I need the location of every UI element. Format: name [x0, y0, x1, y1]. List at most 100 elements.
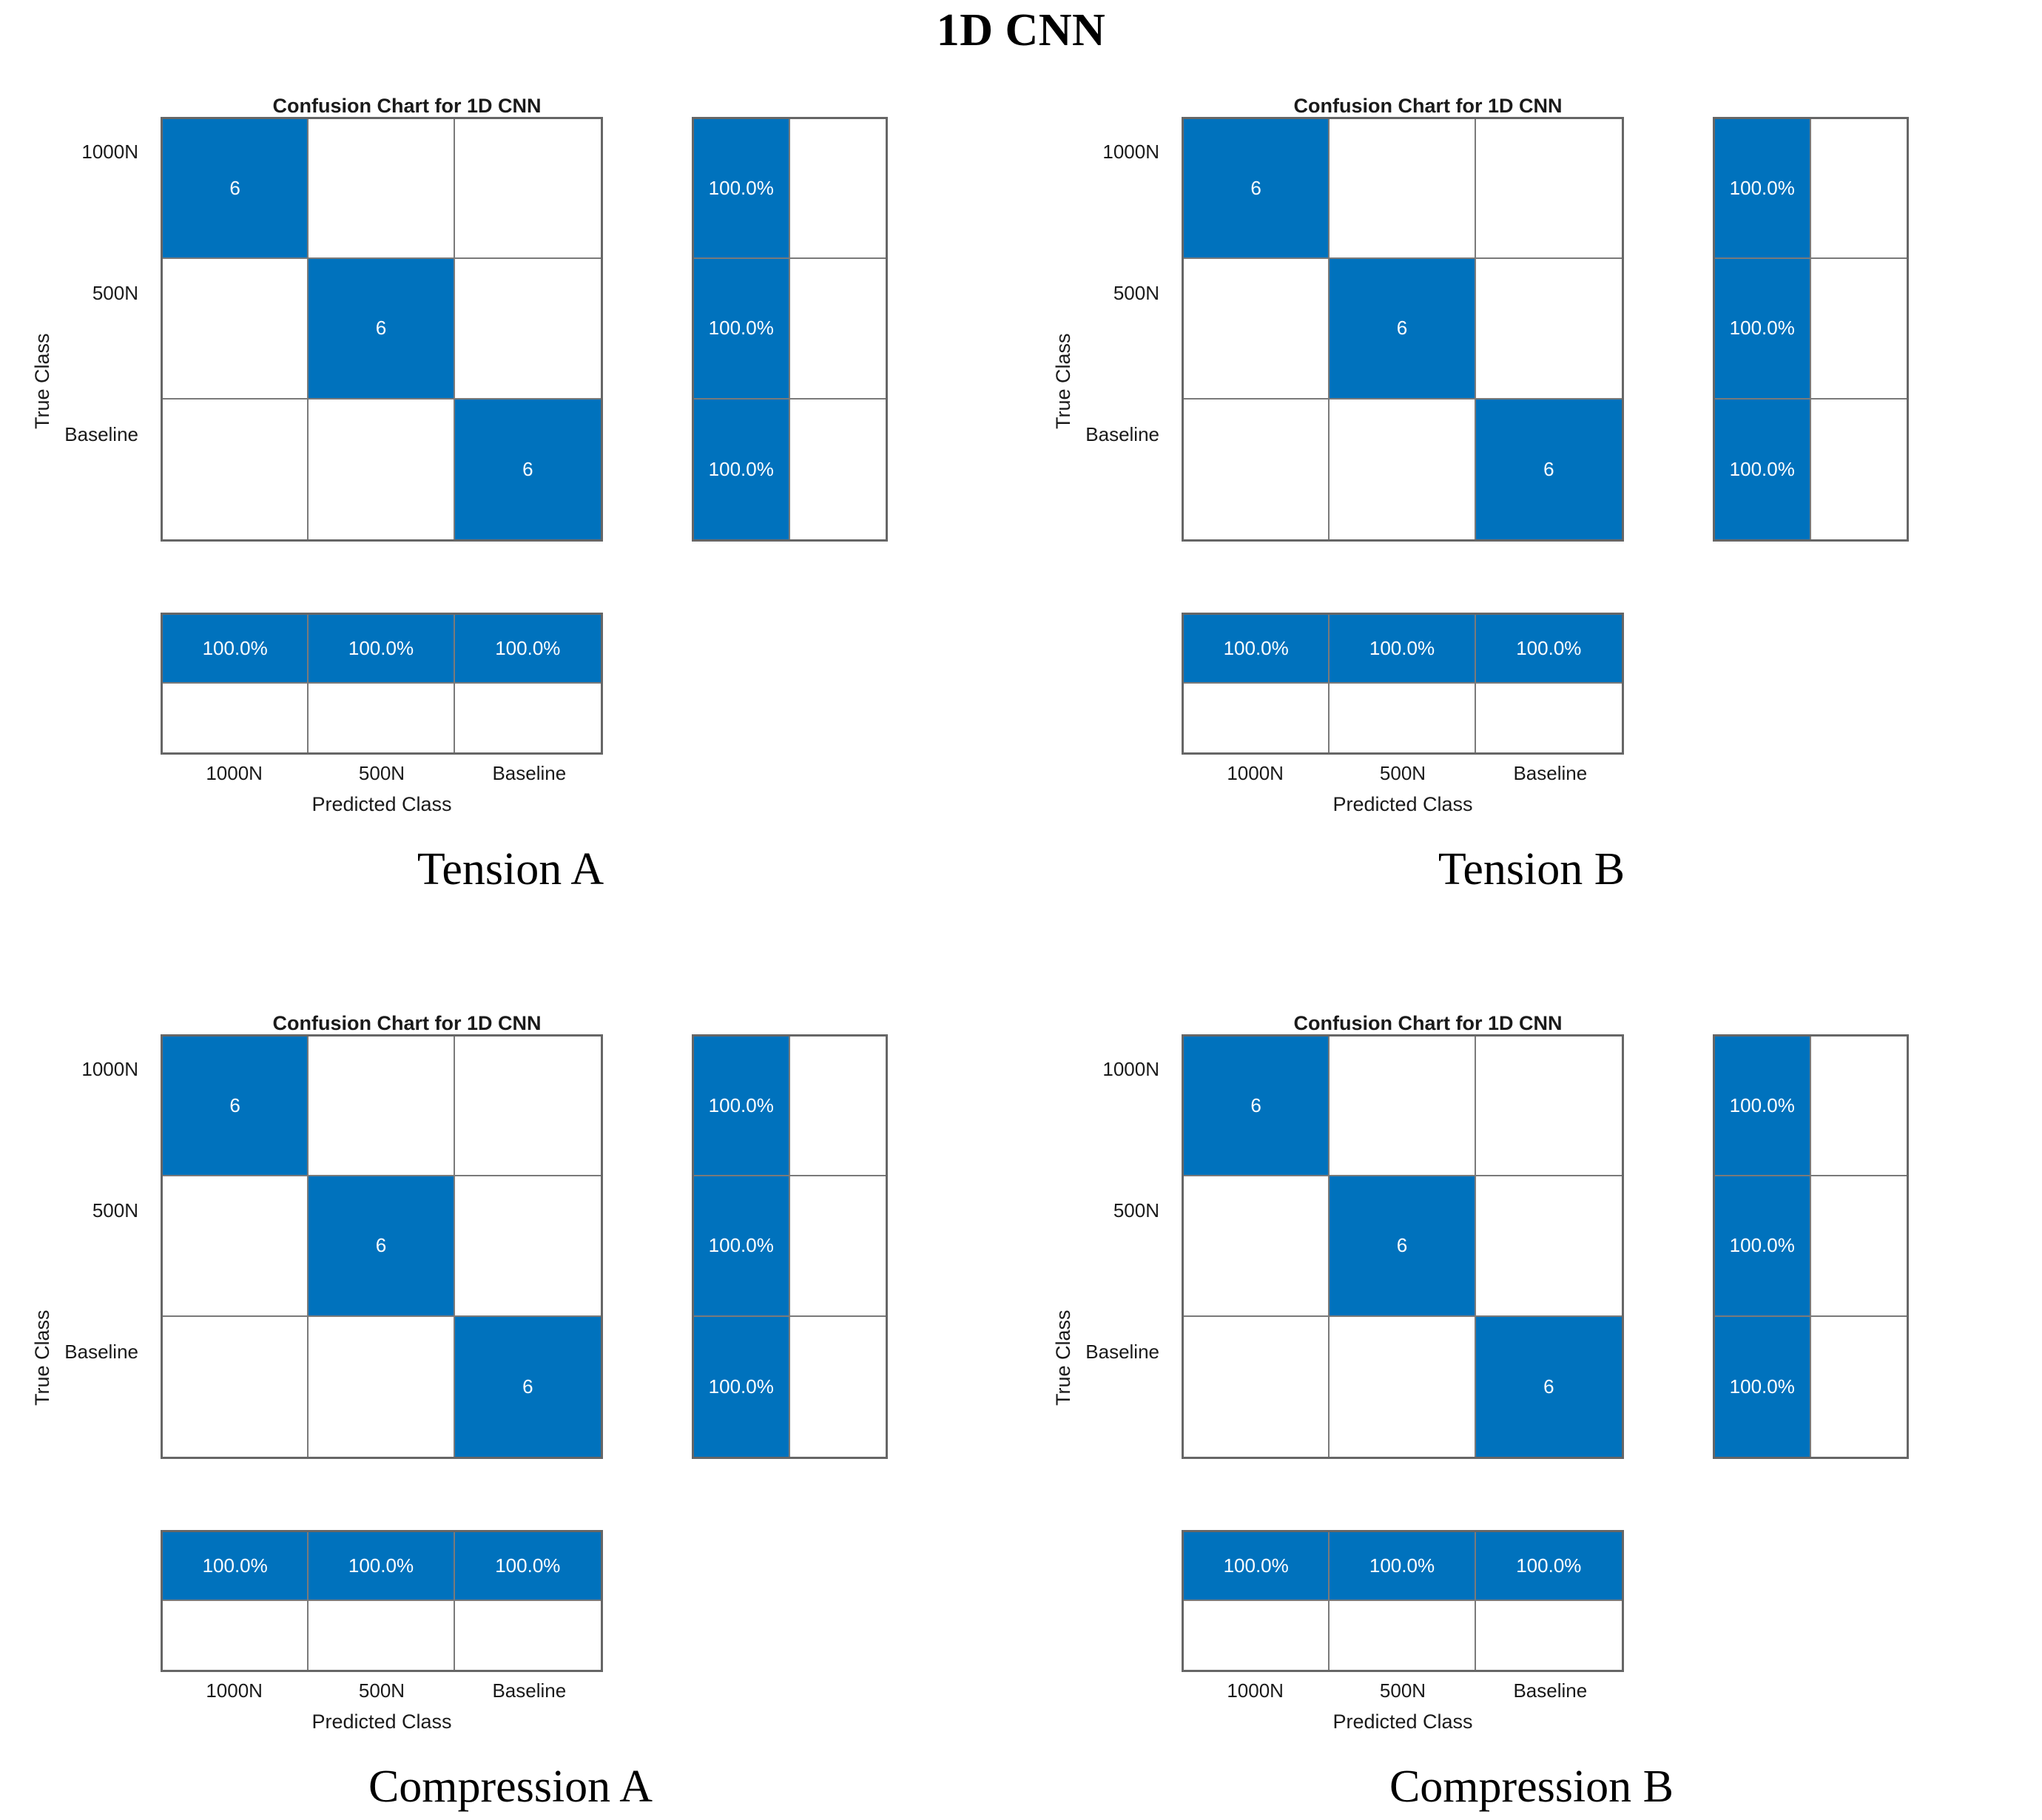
panel-caption: Compression B: [1389, 1762, 1674, 1812]
y-tick-label: 1000N: [1102, 1058, 1159, 1080]
recall-cell: 100.0%: [694, 1037, 790, 1177]
chart-title: Confusion Chart for 1D CNN: [1293, 95, 1563, 117]
recall-cell: 100.0%: [1715, 399, 1811, 539]
recall-column-grid: 100.0%100.0%100.0%: [692, 1034, 888, 1459]
precision-error-cell: [309, 1601, 455, 1670]
x-tick-label: 500N: [1379, 1679, 1426, 1702]
x-tick-label: 1000N: [206, 1679, 263, 1702]
x-tick-label: 1000N: [206, 762, 263, 784]
confusion-cell: [1330, 1037, 1476, 1177]
confusion-cell: 6: [309, 1176, 455, 1317]
precision-row-grid: 100.0%100.0%100.0%: [161, 1530, 603, 1672]
precision-error-cell: [1184, 684, 1330, 752]
chart-title: Confusion Chart for 1D CNN: [1293, 1012, 1563, 1034]
recall-error-cell: [789, 1176, 886, 1317]
precision-error-cell: [1330, 684, 1476, 752]
precision-row-grid: 100.0%100.0%100.0%: [1182, 613, 1624, 755]
y-axis-title: True Class: [31, 333, 53, 429]
recall-cell: 100.0%: [694, 1176, 790, 1317]
confusion-cell: [454, 1176, 601, 1317]
panel-caption: Tension A: [417, 844, 604, 894]
recall-error-cell: [1810, 1316, 1907, 1457]
recall-cell: 100.0%: [1715, 1176, 1811, 1317]
x-axis-title: Predicted Class: [1332, 793, 1473, 815]
confusion-cell: 6: [454, 1316, 601, 1457]
recall-cell: 100.0%: [694, 1316, 790, 1457]
confusion-cell: 6: [454, 399, 601, 539]
precision-cell: 100.0%: [1475, 615, 1622, 684]
precision-cell: 100.0%: [1475, 1532, 1622, 1601]
confusion-cell: [1475, 119, 1622, 260]
precision-error-cell: [454, 1601, 601, 1670]
y-axis-title: True Class: [1052, 1310, 1074, 1406]
confusion-cell: [1475, 259, 1622, 400]
precision-error-cell: [1475, 684, 1622, 752]
precision-cell: 100.0%: [1330, 1532, 1476, 1601]
x-tick-label: Baseline: [492, 1679, 567, 1702]
confusion-cell: [1330, 119, 1476, 260]
recall-cell: 100.0%: [1715, 259, 1811, 400]
x-tick-label: 1000N: [1227, 1679, 1284, 1702]
y-tick-label: Baseline: [64, 1341, 138, 1363]
x-tick-labels: 1000N 500N Baseline: [161, 1679, 603, 1709]
recall-error-cell: [1810, 399, 1907, 539]
x-tick-label: 500N: [1379, 762, 1426, 784]
recall-error-cell: [1810, 1176, 1907, 1317]
y-tick-label: 500N: [92, 282, 138, 304]
confusion-cell: [1184, 1176, 1330, 1317]
x-axis-title: Predicted Class: [311, 1711, 452, 1733]
figure-title: 1D CNN: [936, 5, 1106, 55]
y-tick-label: 1000N: [81, 141, 138, 163]
recall-error-cell: [789, 399, 886, 539]
confusion-cell: [309, 1037, 455, 1177]
recall-column-grid: 100.0%100.0%100.0%: [1713, 117, 1909, 542]
recall-cell: 100.0%: [694, 399, 790, 539]
precision-cell: 100.0%: [163, 615, 309, 684]
recall-column-grid: 100.0%100.0%100.0%: [1713, 1034, 1909, 1459]
y-tick-label: Baseline: [1085, 1341, 1159, 1363]
recall-error-cell: [789, 1037, 886, 1177]
recall-cell: 100.0%: [1715, 1037, 1811, 1177]
confusion-cell: [1330, 399, 1476, 539]
x-axis-title: Predicted Class: [1332, 1711, 1473, 1733]
recall-error-cell: [1810, 1037, 1907, 1177]
recall-error-cell: [789, 1316, 886, 1457]
precision-cell: 100.0%: [1184, 615, 1330, 684]
precision-cell: 100.0%: [309, 615, 455, 684]
confusion-cell: 6: [1330, 259, 1476, 400]
confusion-cell: 6: [163, 119, 309, 260]
x-tick-label: 500N: [358, 762, 405, 784]
recall-error-cell: [1810, 119, 1907, 260]
confusion-cell: 6: [1475, 1316, 1622, 1457]
x-tick-labels: 1000N 500N Baseline: [1182, 1679, 1624, 1709]
precision-cell: 100.0%: [163, 1532, 309, 1601]
confusion-cell: [1184, 1316, 1330, 1457]
y-tick-label: 500N: [1113, 282, 1159, 304]
confusion-cell: [309, 1316, 455, 1457]
confusion-cell: [1475, 1037, 1622, 1177]
confusion-cell: [1330, 1316, 1476, 1457]
confusion-cell: 6: [1184, 1037, 1330, 1177]
x-tick-label: Baseline: [1513, 1679, 1588, 1702]
x-tick-label: 1000N: [1227, 762, 1284, 784]
x-tick-label: 500N: [358, 1679, 405, 1702]
precision-row-grid: 100.0%100.0%100.0%: [1182, 1530, 1624, 1672]
confusion-cell: [1475, 1176, 1622, 1317]
x-axis-title: Predicted Class: [311, 793, 452, 815]
precision-cell: 100.0%: [309, 1532, 455, 1601]
recall-column-grid: 100.0%100.0%100.0%: [692, 117, 888, 542]
precision-cell: 100.0%: [1330, 615, 1476, 684]
precision-error-cell: [163, 684, 309, 752]
precision-error-cell: [1330, 1601, 1476, 1670]
confusion-cell: 6: [1330, 1176, 1476, 1317]
